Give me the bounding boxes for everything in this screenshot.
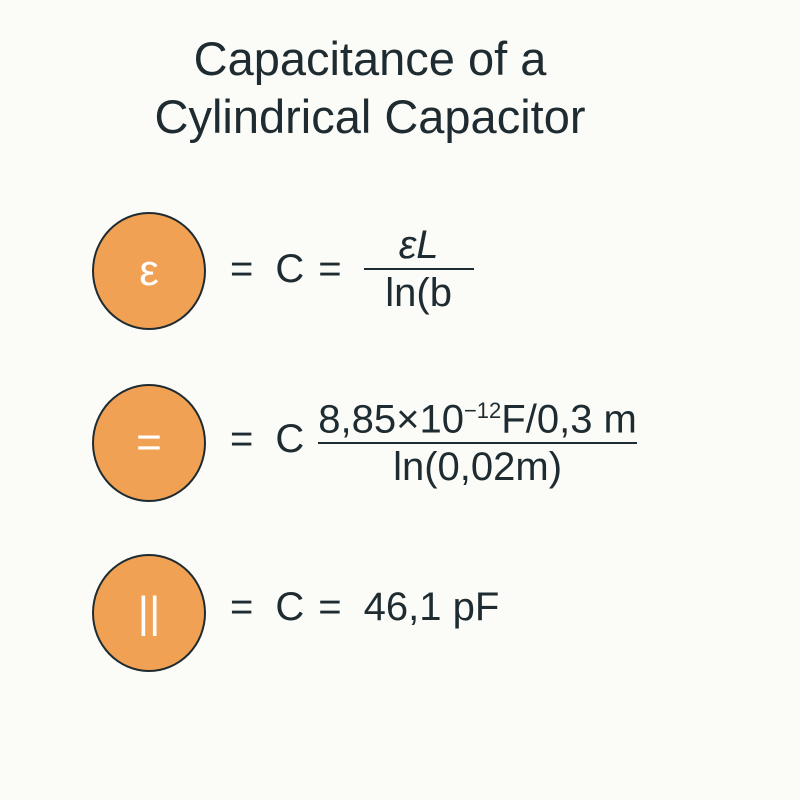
numerator-exponent: −12 — [463, 398, 502, 423]
capacitance-symbol: C — [275, 246, 305, 291]
formula-row-2: = C 8,85×10−12F/0,3 m ln(0,02m) — [230, 388, 637, 490]
equals-badge: = — [92, 384, 206, 502]
formula-row-3: = C = 46,1 pF — [230, 585, 499, 630]
capacitance-symbol: C — [275, 585, 305, 629]
denominator: ln(b — [385, 271, 452, 315]
numerator-rest: F/0,3 m — [501, 397, 637, 442]
equals-sign: = — [230, 246, 254, 291]
parallel-badge: || — [92, 554, 206, 672]
formula-row-1: = C = εL ln(b — [230, 222, 474, 316]
fraction-bar — [363, 268, 474, 270]
fraction: εL ln(b — [363, 222, 474, 316]
fraction: 8,85×10−12F/0,3 m ln(0,02m) — [318, 388, 637, 490]
equals-sign: = — [318, 585, 342, 629]
capacitance-symbol: C — [275, 416, 305, 461]
equals-sign: = — [230, 416, 254, 461]
result-value: 46,1 pF — [363, 585, 500, 629]
numerator-base: 8,85×10 — [318, 397, 464, 442]
epsilon-badge: ε — [92, 212, 206, 330]
equals-sign: = — [230, 585, 254, 629]
fraction-bar — [318, 442, 637, 445]
numerator: εL — [398, 223, 439, 267]
equals-sign: = — [318, 246, 342, 291]
page-title: Capacitance of a Cylindrical Capacitor — [0, 30, 740, 146]
title-line-2: Cylindrical Capacitor — [154, 90, 586, 143]
numerator: 8,85×10−12F/0,3 m — [318, 388, 637, 442]
title-line-1: Capacitance of a — [193, 32, 547, 85]
denominator: ln(0,02m) — [393, 445, 563, 490]
